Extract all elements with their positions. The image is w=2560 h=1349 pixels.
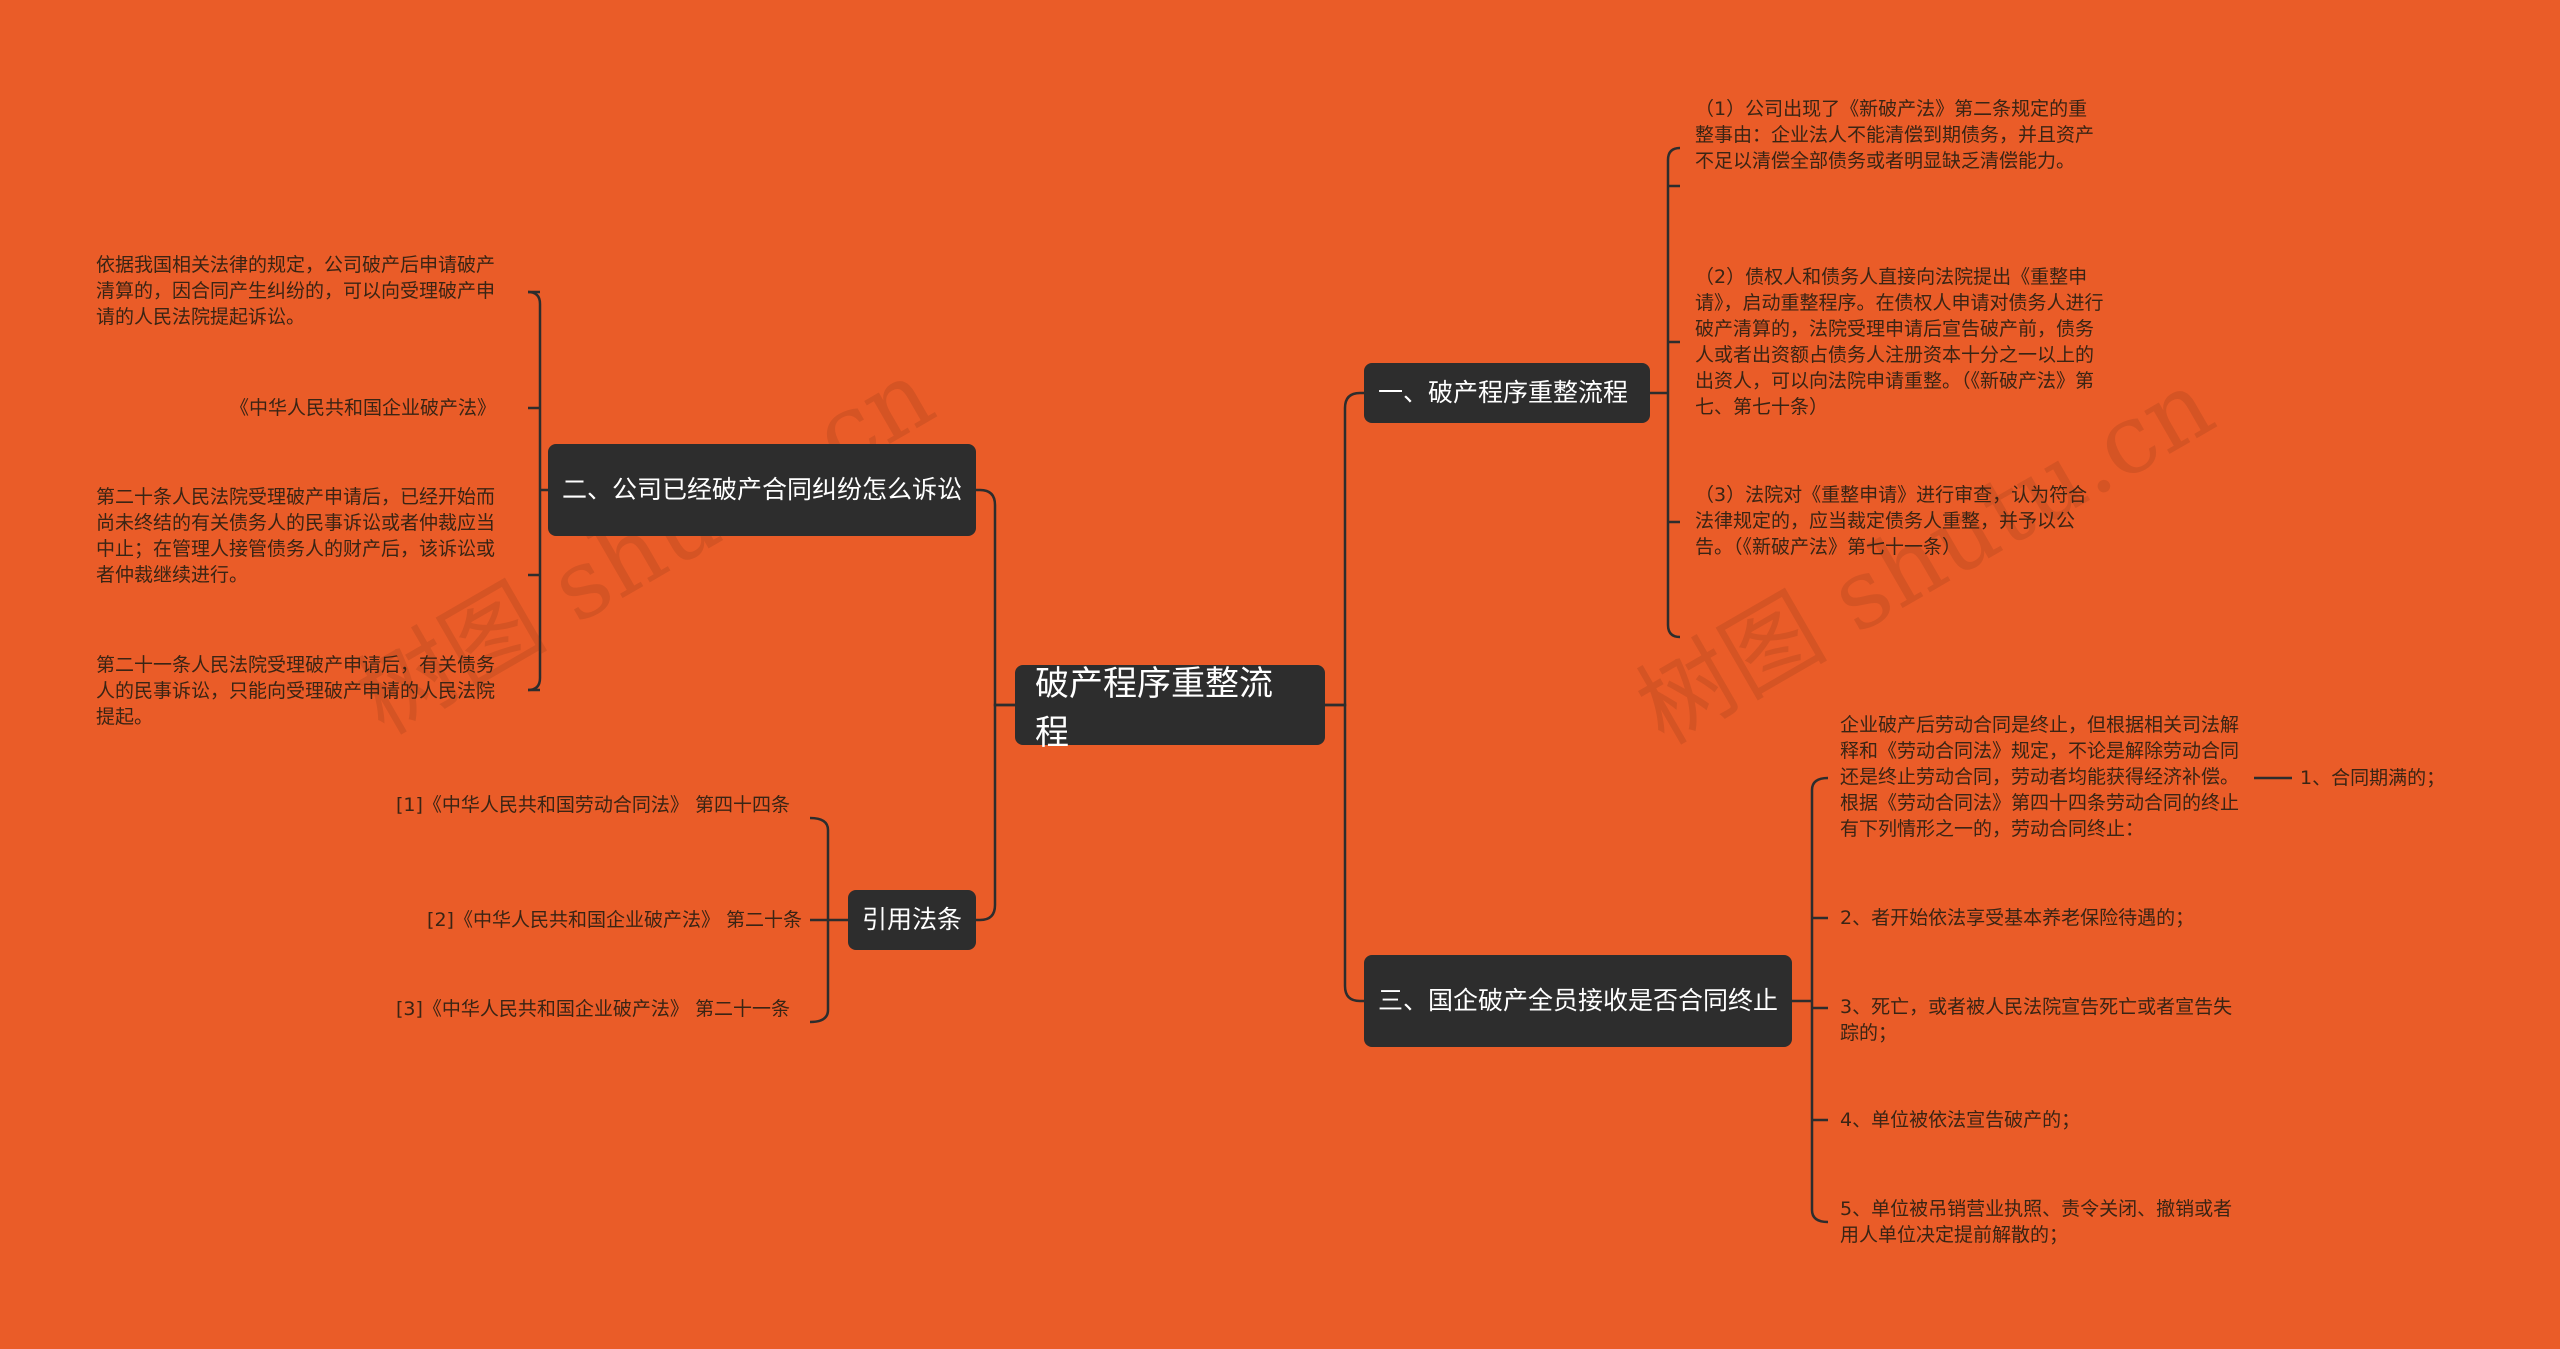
leaf-b3-5: 5、单位被吊销营业执照、责令关闭、撤销或者用人单位决定提前解散的； (1840, 1198, 2233, 1246)
leaf-b3-1: 企业破产后劳动合同是终止，但根据相关司法解释和《劳动合同法》规定，不论是解除劳动… (1840, 714, 2240, 840)
leaf-b3-2: 2、者开始依法享受基本养老保险待遇的； (1840, 907, 2195, 929)
leaf-b2-3: 第二十条人民法院受理破产申请后，已经开始而尚未终结的有关债务人的民事诉讼或者仲裁… (96, 486, 496, 586)
root-node[interactable]: 破产程序重整流程 (1015, 664, 1325, 753)
bracket-b1 (1650, 146, 1681, 639)
root-label: 破产程序重整流程 (1035, 664, 1273, 753)
leaf-b2-2: 《中华人民共和国企业破产法》 (229, 397, 496, 419)
branch-node-2[interactable]: 二、公司已经破产合同纠纷怎么诉讼 (548, 444, 976, 536)
link-root-b4 (976, 703, 1015, 922)
leaf-b4-2: [2]《中华人民共和国企业破产法》 第二十条 (427, 909, 802, 931)
leaf-b2-4: 第二十一条人民法院受理破产申请后，有关债务人的民事诉讼，只能向受理破产申请的人民… (96, 654, 496, 728)
leaf-b1-1: （1）公司出现了《新破产法》第二条规定的重整事由：企业法人不能清偿到期债务，并且… (1695, 98, 2095, 172)
link-root-b3 (1325, 703, 1364, 1003)
bracket-b3 (1810, 776, 1829, 1224)
branch-label: 三、国企破产全员接收是否合同终止 (1378, 986, 1779, 1015)
leaf-b1-3: （3）法院对《重整申请》进行审查，认为符合法律规定的，应当裁定债务人重整，并予以… (1695, 484, 2088, 558)
leaf-b3-4: 4、单位被依法宣告破产的； (1840, 1109, 2081, 1131)
link-root-b1 (1325, 391, 1364, 707)
leaf-b4-1: [1]《中华人民共和国劳动合同法》 第四十四条 (396, 794, 790, 816)
branch-label: 二、公司已经破产合同纠纷怎么诉讼 (562, 475, 963, 504)
leaf-b3-3: 3、死亡，或者被人民法院宣告死亡或者宣告失踪的； (1840, 996, 2233, 1044)
leaf-b2-1: 依据我国相关法律的规定，公司破产后申请破产清算的，因合同产生纠纷的，可以向受理破… (96, 254, 496, 328)
branch-label: 一、破产程序重整流程 (1378, 378, 1629, 407)
leaf-b4-3: [3]《中华人民共和国企业破产法》 第二十一条 (396, 998, 790, 1020)
link-root-b2 (976, 488, 1015, 707)
branch-node-4[interactable]: 引用法条 (848, 890, 976, 950)
branch-label: 引用法条 (862, 905, 963, 934)
leaf-b3-sub: 1、合同期满的； (2300, 767, 2446, 789)
leaf-b1-2: （2）债权人和债务人直接向法院提出《重整申请》，启动重整程序。在债权人申请对债务… (1695, 266, 2104, 418)
branch-node-1[interactable]: 一、破产程序重整流程 (1364, 363, 1650, 423)
branch-node-3[interactable]: 三、国企破产全员接收是否合同终止 (1364, 955, 1792, 1047)
